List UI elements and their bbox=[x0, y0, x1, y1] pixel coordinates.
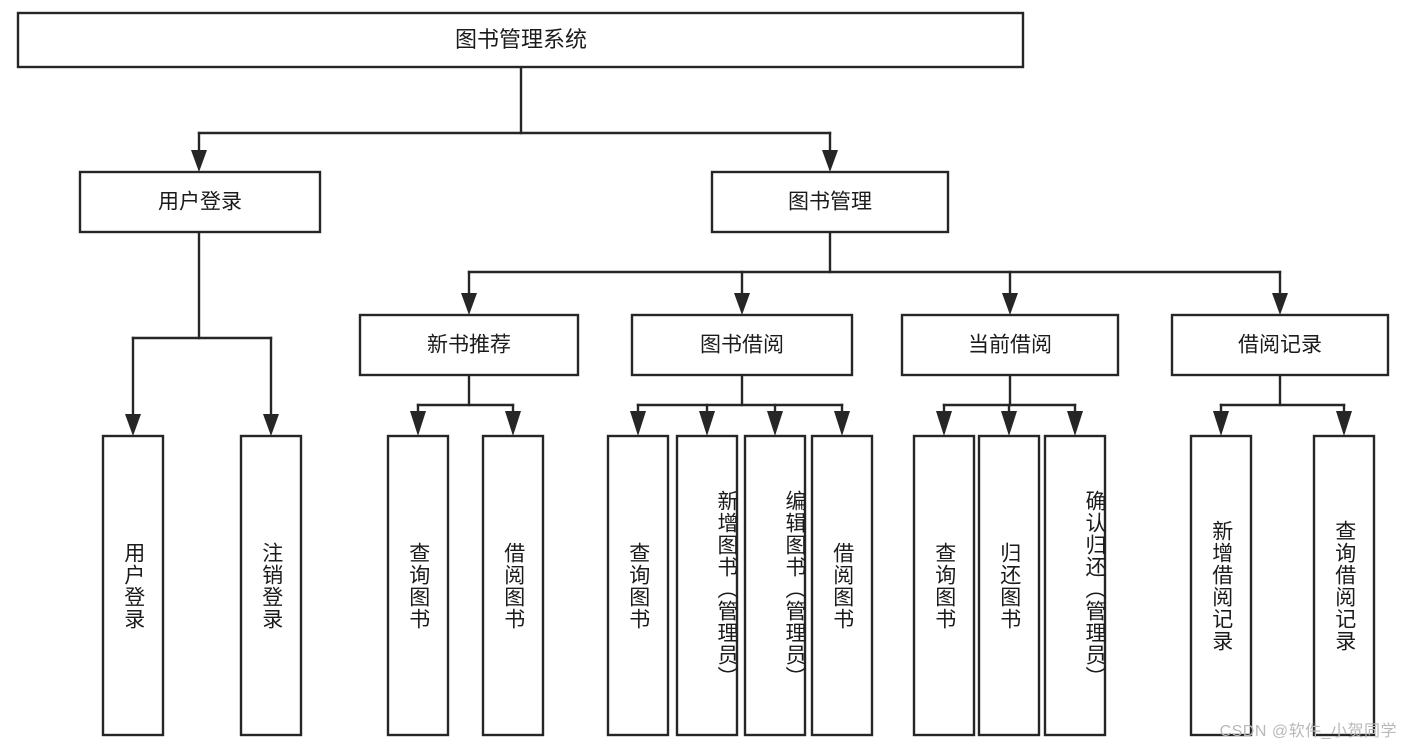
node-root[interactable]: 图书管理系统 bbox=[16, 11, 1025, 69]
arrow-to-userlogin bbox=[191, 150, 207, 172]
arrow-borrowrecord-leaf2 bbox=[1336, 411, 1352, 436]
arrow-to-current-borrow bbox=[1002, 293, 1018, 315]
leaf-box-currentborrow-confirm[interactable] bbox=[1043, 434, 1107, 737]
node-borrow-record-label: 借阅记录 bbox=[1238, 334, 1322, 357]
node-book-management[interactable]: 图书管理 bbox=[710, 170, 950, 234]
arrow-to-leaf-logout bbox=[263, 414, 279, 436]
node-borrow-record-box[interactable] bbox=[1170, 313, 1390, 377]
leaf-box-record-add[interactable] bbox=[1189, 434, 1253, 737]
node-root-box[interactable] bbox=[16, 11, 1025, 69]
node-borrow-record[interactable]: 借阅记录 bbox=[1170, 313, 1390, 377]
leaf-box-currentborrow-return[interactable] bbox=[977, 434, 1041, 737]
arrow-currentborrow-leaf3 bbox=[1067, 411, 1083, 436]
arrow-to-borrow-record bbox=[1272, 293, 1288, 315]
node-book-management-box[interactable] bbox=[710, 170, 950, 234]
arrow-bookborrow-leaf1 bbox=[630, 411, 646, 436]
leaf-box-currentborrow-query[interactable] bbox=[912, 434, 976, 737]
arrow-to-bookmgmt bbox=[822, 150, 838, 172]
node-current-borrow[interactable]: 当前借阅 bbox=[900, 313, 1120, 377]
leaf-box-logout[interactable] bbox=[239, 434, 303, 737]
arrow-to-book-borrow bbox=[734, 293, 750, 315]
arrow-to-leaf-user-login bbox=[125, 414, 141, 436]
node-root-label: 图书管理系统 bbox=[455, 27, 587, 52]
arrow-bookborrow-leaf3 bbox=[767, 411, 783, 436]
arrow-bookborrow-leaf4 bbox=[834, 411, 850, 436]
leaf-box-bookborrow-edit[interactable] bbox=[743, 434, 807, 737]
node-user-login-label: 用户登录 bbox=[158, 191, 242, 214]
leaf-box-bookborrow-query[interactable] bbox=[606, 434, 670, 737]
leaf-box-newbook-borrow[interactable] bbox=[481, 434, 545, 737]
node-new-book-recommend-box[interactable] bbox=[358, 313, 580, 377]
leaf-box-user-login[interactable] bbox=[101, 434, 165, 737]
node-new-book-recommend[interactable]: 新书推荐 bbox=[358, 313, 580, 377]
leaf-box-bookborrow-add[interactable] bbox=[675, 434, 739, 737]
arrow-to-new-book bbox=[461, 293, 477, 315]
node-user-login-box[interactable] bbox=[78, 170, 322, 234]
node-new-book-recommend-label: 新书推荐 bbox=[427, 334, 511, 357]
leaf-box-newbook-query[interactable] bbox=[386, 434, 450, 737]
node-book-borrow-label: 图书借阅 bbox=[700, 334, 784, 357]
node-book-borrow-box[interactable] bbox=[630, 313, 854, 377]
node-book-borrow[interactable]: 图书借阅 bbox=[630, 313, 854, 377]
arrow-newbook-leaf1 bbox=[410, 411, 426, 436]
node-user-login[interactable]: 用户登录 bbox=[78, 170, 322, 234]
node-current-borrow-box[interactable] bbox=[900, 313, 1120, 377]
watermark-text: CSDN @软件_小贺同学 bbox=[1219, 723, 1397, 740]
connectors-group bbox=[125, 65, 1352, 436]
arrow-newbook-leaf2 bbox=[505, 411, 521, 436]
arrow-currentborrow-leaf1 bbox=[936, 411, 952, 436]
node-book-management-label: 图书管理 bbox=[788, 191, 872, 214]
node-current-borrow-label: 当前借阅 bbox=[968, 334, 1052, 357]
arrow-currentborrow-leaf2 bbox=[1001, 411, 1017, 436]
leaf-box-bookborrow-borrow[interactable] bbox=[810, 434, 874, 737]
leaf-box-record-query[interactable] bbox=[1312, 434, 1376, 737]
arrow-bookborrow-leaf2 bbox=[699, 411, 715, 436]
arrow-borrowrecord-leaf1 bbox=[1213, 411, 1229, 436]
